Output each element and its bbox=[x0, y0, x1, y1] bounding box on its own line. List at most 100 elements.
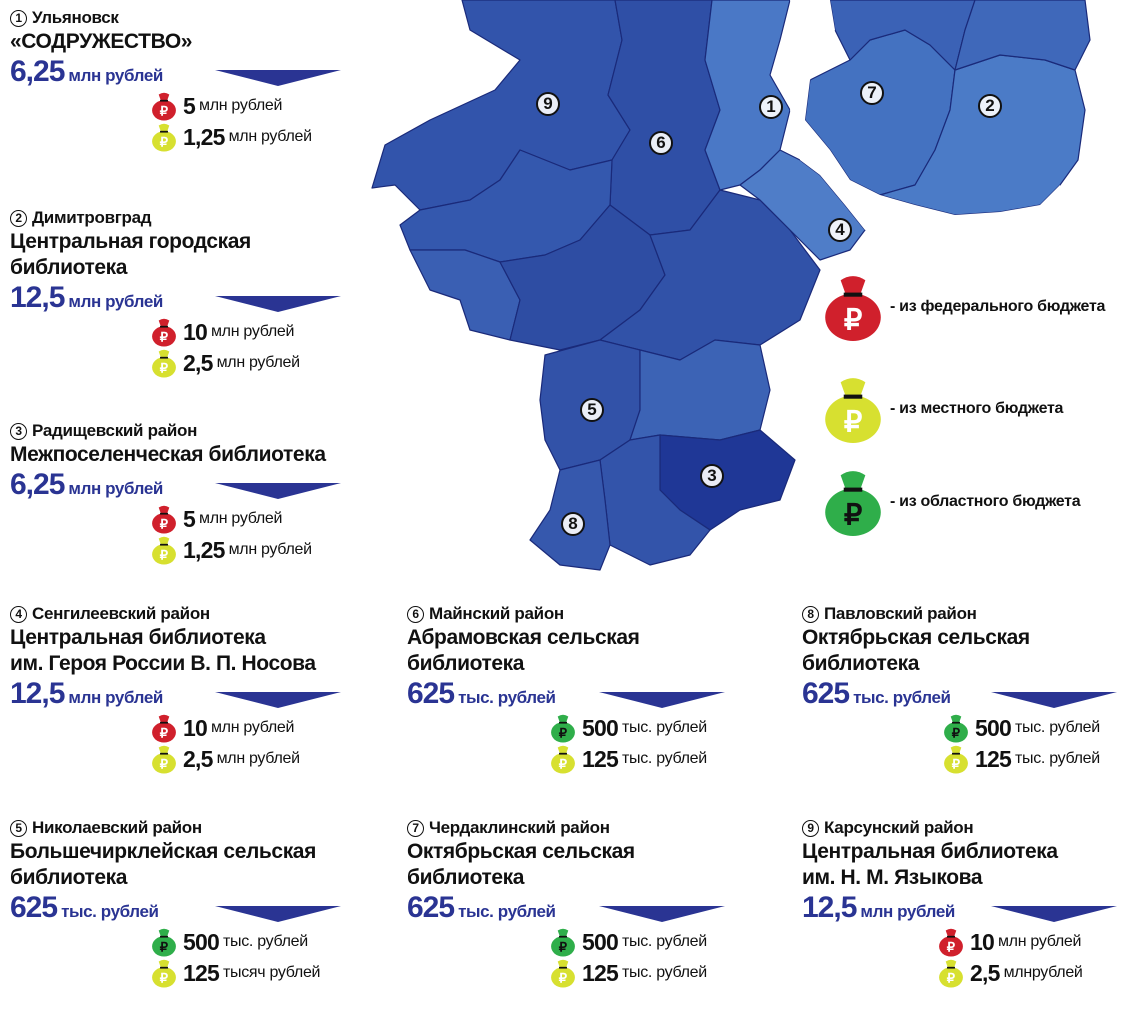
entry-number: 1 bbox=[10, 9, 27, 27]
green-money-bag-icon: ₽ bbox=[944, 714, 968, 743]
down-arrow-icon bbox=[215, 483, 341, 499]
sub-unit: млнрублей bbox=[1003, 964, 1083, 981]
legend-federal-label: - из федерального бюджета bbox=[890, 298, 1106, 315]
svg-text:₽: ₽ bbox=[844, 305, 862, 337]
entry-number: 9 bbox=[802, 819, 819, 837]
entry-number: 5 bbox=[10, 819, 27, 837]
entry-title: Центральная библиотека им. Героя России … bbox=[10, 626, 316, 675]
entry-number: 2 bbox=[10, 209, 27, 227]
sub-unit: тысяч рублей bbox=[222, 964, 321, 981]
total-unit: млн рублей bbox=[860, 902, 955, 921]
legend-regional: ₽ - из областного бюджета bbox=[822, 467, 1081, 537]
legend-local-label: - из местного бюджета bbox=[890, 400, 1064, 417]
entry-number: 4 bbox=[10, 605, 27, 623]
sub-value: 2,5 bbox=[183, 349, 213, 376]
red-money-bag-icon: ₽ bbox=[939, 928, 963, 957]
sub-unit: млн рублей bbox=[210, 323, 295, 340]
sub-value: 2,5 bbox=[183, 745, 213, 772]
entry-title: Большечирклейская сельская библиотека bbox=[10, 840, 316, 889]
svg-text:₽: ₽ bbox=[947, 971, 956, 986]
legend-regional-label: - из областного бюджета bbox=[890, 493, 1081, 510]
svg-text:₽: ₽ bbox=[160, 517, 169, 532]
sub-unit: тыс. рублей bbox=[222, 933, 308, 950]
sub-unit: млн рублей bbox=[216, 750, 300, 767]
sub-unit: млн рублей bbox=[199, 510, 283, 527]
svg-text:₽: ₽ bbox=[559, 757, 568, 772]
sub-value: 10 bbox=[183, 318, 208, 345]
total-value: 6,25 bbox=[10, 55, 65, 88]
sub-value: 500 bbox=[582, 928, 619, 955]
svg-text:₽: ₽ bbox=[844, 500, 862, 532]
sub-value: 125 bbox=[183, 959, 220, 986]
svg-text:₽: ₽ bbox=[559, 726, 568, 741]
sub-unit: тыс. рублей bbox=[621, 933, 707, 950]
sub-unit: млн рублей bbox=[216, 354, 300, 371]
entry-title: Абрамовская сельская библиотека bbox=[407, 626, 640, 675]
svg-text:₽: ₽ bbox=[952, 757, 961, 772]
yellow-money-bag-icon: ₽ bbox=[939, 959, 963, 988]
entry-title: Межпоселенческая библиотека bbox=[10, 443, 326, 466]
sub-unit: тыс. рублей bbox=[1014, 750, 1100, 767]
entry-place: Николаевский район bbox=[32, 818, 202, 837]
entry-place: Карсунский район bbox=[824, 818, 974, 837]
map-label-7: 7 bbox=[860, 81, 884, 105]
sub-unit: млн рублей bbox=[228, 541, 312, 558]
entry-title: Центральная библиотека им. Н. М. Языкова bbox=[802, 840, 1058, 889]
sub-value: 125 bbox=[582, 959, 619, 986]
total-unit: тыс. рублей bbox=[853, 688, 951, 707]
sub-value: 125 bbox=[582, 745, 619, 772]
entry-number: 3 bbox=[10, 422, 27, 440]
map-district-south-center bbox=[629, 339, 771, 441]
entry-number: 6 bbox=[407, 605, 424, 623]
yellow-money-bag-icon: ₽ bbox=[825, 378, 881, 443]
green-money-bag-icon: ₽ bbox=[551, 714, 575, 743]
entry-place: Сенгилеевский район bbox=[32, 604, 210, 623]
total-value: 12,5 bbox=[802, 891, 857, 924]
sub-unit: тыс. рублей bbox=[621, 719, 707, 736]
sub-unit: млн рублей bbox=[997, 933, 1082, 950]
down-arrow-icon bbox=[991, 906, 1117, 922]
entry-9: 9 Карсунский район Центральная библиотека… bbox=[802, 817, 1127, 988]
svg-text:₽: ₽ bbox=[160, 726, 169, 741]
entry-title: «СОДРУЖЕСТВО» bbox=[10, 30, 193, 53]
entry-place: Павловский район bbox=[824, 604, 977, 623]
svg-text:₽: ₽ bbox=[160, 104, 169, 119]
entry-number: 8 bbox=[802, 605, 819, 623]
total-value: 12,5 bbox=[10, 677, 65, 710]
entry-title: Октябрьская сельская библиотека bbox=[802, 626, 1030, 675]
map-district-maina bbox=[607, 0, 721, 236]
sub-unit: млн рублей bbox=[228, 128, 312, 145]
yellow-money-bag-icon: ₽ bbox=[152, 349, 176, 378]
sub-unit: млн рублей bbox=[210, 719, 295, 736]
entry-place: Майнский район bbox=[429, 604, 564, 623]
down-arrow-icon bbox=[599, 692, 725, 708]
entry-title: Октябрьская сельская библиотека bbox=[407, 840, 635, 889]
down-arrow-icon bbox=[599, 906, 725, 922]
total-value: 625 bbox=[802, 677, 850, 710]
sub-unit: млн рублей bbox=[199, 97, 283, 114]
total-unit: тыс. рублей bbox=[458, 688, 556, 707]
entry-8: 8 Павловский район Октябрьская сельская б… bbox=[802, 603, 1127, 774]
sub-value: 500 bbox=[183, 928, 220, 955]
entry-place: Димитровград bbox=[32, 208, 152, 227]
sub-value: 125 bbox=[975, 745, 1012, 772]
svg-text:₽: ₽ bbox=[952, 726, 961, 741]
sub-unit: тыс. рублей bbox=[621, 964, 707, 981]
map-district-far-east bbox=[954, 0, 1091, 71]
volga-river bbox=[790, 0, 1060, 230]
